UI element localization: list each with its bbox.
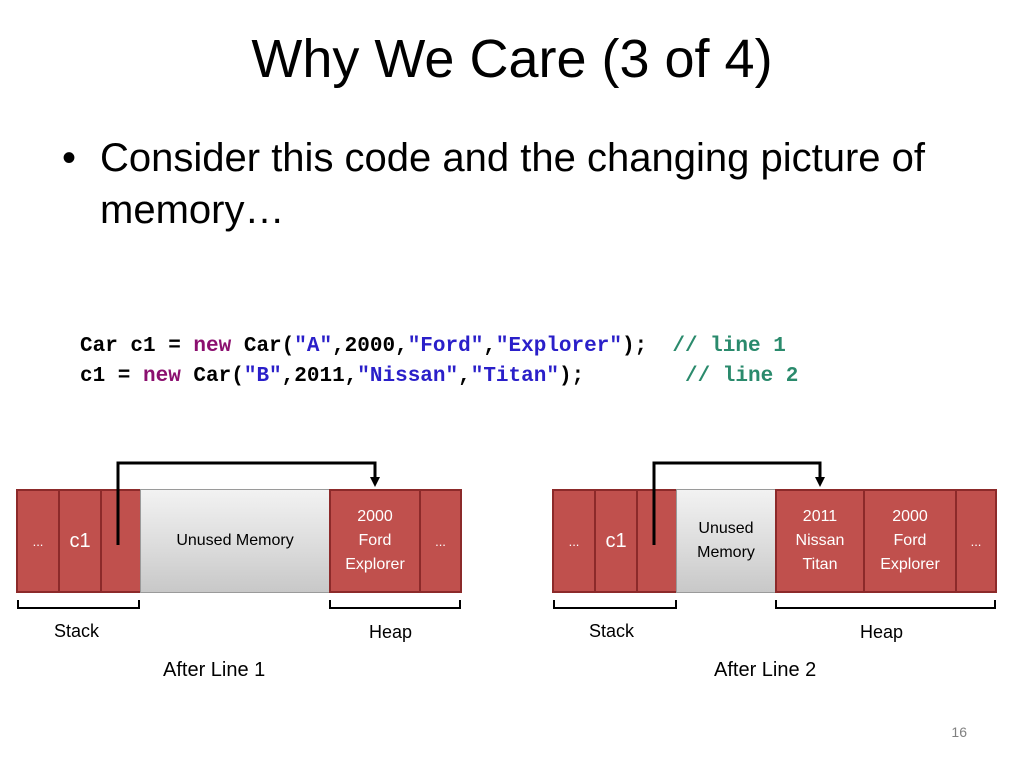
pointer-arrow-c1-to-ford — [116, 461, 380, 545]
heap-object-ford-explorer: 2000 Ford Explorer — [329, 489, 421, 593]
code-block: Car c1 = new Car("A",2000,"Ford","Explor… — [80, 332, 798, 392]
heap-object-text: 2000 Ford Explorer — [880, 505, 940, 577]
stack-bracket — [553, 600, 677, 609]
heap-label: Heap — [369, 622, 413, 642]
unused-memory-label: Unused Memory — [697, 517, 755, 565]
car-make: Ford — [358, 532, 392, 549]
car-make: Ford — [893, 532, 927, 549]
code-text: Car( — [231, 335, 295, 358]
code-string: "Explorer" — [495, 335, 622, 358]
car-model: Titan — [802, 556, 838, 573]
code-line-1: Car c1 = new Car("A",2000,"Ford","Explor… — [80, 332, 798, 362]
unused-memory-region: Unused Memory — [140, 489, 330, 593]
car-model: Explorer — [345, 556, 405, 573]
car-year: 2000 — [892, 508, 928, 525]
code-keyword: new — [143, 365, 181, 388]
code-string: "Nissan" — [357, 365, 459, 388]
unused-label-line: Memory — [697, 544, 755, 561]
pointer-arrow-c1-to-nissan — [652, 461, 825, 545]
stack-cell-c1-pointer — [636, 489, 678, 593]
variable-label: c1 — [605, 529, 627, 552]
heap-label: Heap — [860, 622, 904, 642]
heap-bracket — [775, 600, 996, 609]
heap-ellipsis-cell: ... — [955, 489, 997, 593]
code-comment: // line 2 — [684, 365, 799, 388]
heap-ellipsis-cell: ... — [419, 489, 462, 593]
code-text: ,2000, — [332, 335, 408, 358]
page-number: 16 — [951, 724, 967, 740]
code-line-2: c1 = new Car("B",2011,"Nissan","Titan");… — [80, 362, 798, 392]
code-text: Car( — [180, 365, 244, 388]
code-string: "A" — [294, 335, 333, 358]
stack-bracket — [17, 600, 140, 609]
car-year: 2011 — [802, 508, 838, 525]
ellipsis-text: ... — [568, 533, 580, 549]
slide-title: Why We Care (3 of 4) — [251, 29, 773, 89]
heap-bracket — [329, 600, 461, 609]
bullet-icon: • — [62, 136, 77, 180]
code-comment: // line 1 — [672, 335, 786, 358]
code-text: , — [483, 335, 496, 358]
stack-label: Stack — [54, 621, 100, 641]
heap-object-ford-explorer: 2000 Ford Explorer — [863, 489, 957, 593]
unused-memory-label: Unused Memory — [176, 532, 294, 549]
diagram-caption: After Line 1 — [163, 659, 266, 681]
code-keyword: new — [193, 335, 232, 358]
diagram-caption: After Line 2 — [714, 659, 817, 681]
code-text: c1 = — [80, 365, 144, 388]
code-string: "Ford" — [407, 335, 484, 358]
stack-cell-c1-label: c1 — [594, 489, 638, 593]
heap-object-text: 2000 Ford Explorer — [345, 505, 405, 577]
code-string: "Titan" — [470, 365, 559, 388]
code-string: "B" — [243, 365, 282, 388]
ellipsis-text: ... — [32, 533, 44, 549]
code-text: ,2011, — [281, 365, 358, 388]
car-year: 2000 — [357, 508, 393, 525]
heap-object-nissan-titan: 2011 Nissan Titan — [775, 489, 865, 593]
unused-memory-region: Unused Memory — [676, 489, 776, 593]
code-text: Car c1 = — [80, 335, 194, 358]
code-text: , — [458, 365, 471, 388]
heap-object-text: 2011 Nissan Titan — [796, 505, 845, 577]
car-model: Explorer — [880, 556, 940, 573]
stack-ellipsis-cell: ... — [16, 489, 60, 593]
code-text: ); — [558, 365, 685, 388]
unused-label-line: Unused — [698, 520, 754, 537]
ellipsis-text: ... — [970, 533, 982, 549]
variable-label: c1 — [69, 529, 91, 552]
ellipsis-text: ... — [435, 533, 446, 549]
car-make: Nissan — [795, 532, 845, 549]
code-text: ); — [621, 335, 673, 358]
bullet-text: Consider this code and the changing pict… — [100, 136, 925, 232]
stack-label: Stack — [589, 621, 635, 641]
